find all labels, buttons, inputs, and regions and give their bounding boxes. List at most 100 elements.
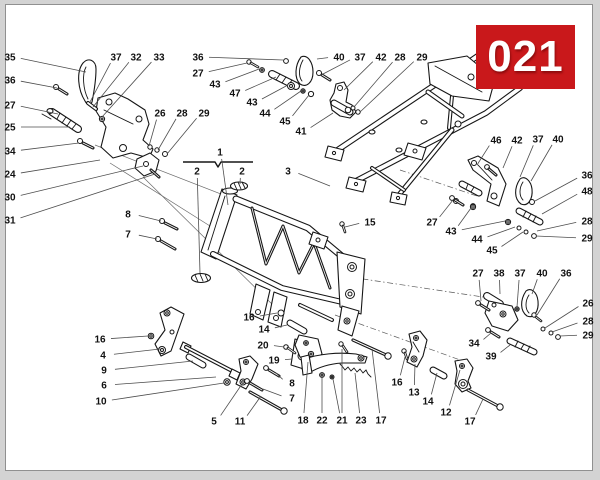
leader-line bbox=[196, 177, 201, 274]
leader-line bbox=[20, 57, 87, 73]
leader-line bbox=[316, 57, 329, 60]
leader-line bbox=[399, 356, 406, 376]
shift-rod bbox=[185, 346, 237, 374]
callout-43: 43 bbox=[246, 98, 258, 109]
leader-line bbox=[559, 334, 578, 337]
callout-23: 23 bbox=[355, 416, 367, 427]
callout-43: 43 bbox=[445, 227, 457, 238]
callout-27: 27 bbox=[4, 101, 16, 112]
leader-line bbox=[332, 378, 341, 414]
leader-line bbox=[544, 306, 579, 329]
leader-line bbox=[354, 372, 361, 414]
callout-19: 19 bbox=[268, 356, 280, 367]
leader-line bbox=[220, 383, 243, 416]
leader-line bbox=[208, 56, 284, 61]
leader-line bbox=[353, 61, 393, 108]
callout-1: 1 bbox=[217, 148, 223, 159]
callout-4: 4 bbox=[100, 351, 106, 362]
callout-20: 20 bbox=[257, 341, 269, 352]
leader-line bbox=[20, 173, 156, 219]
callout-14: 14 bbox=[422, 397, 434, 408]
leader-line bbox=[225, 68, 260, 83]
callout-7: 7 bbox=[125, 230, 131, 241]
callout-31: 31 bbox=[4, 216, 16, 227]
stand-bolt bbox=[352, 339, 387, 356]
callout-25: 25 bbox=[4, 123, 16, 134]
callout-44: 44 bbox=[259, 109, 271, 120]
leader-line bbox=[274, 90, 302, 110]
leader-line bbox=[208, 62, 248, 72]
callout-46: 46 bbox=[490, 136, 502, 147]
axis-line bbox=[349, 276, 484, 298]
leader-line bbox=[114, 376, 217, 385]
leader-line bbox=[502, 146, 513, 169]
leader-line bbox=[535, 235, 577, 239]
leader-line bbox=[534, 177, 578, 202]
pivot-bolt bbox=[249, 391, 283, 411]
leader-line bbox=[284, 358, 293, 361]
callout-36: 36 bbox=[581, 171, 593, 182]
leader-line bbox=[530, 144, 553, 182]
leader-line bbox=[461, 220, 506, 231]
callout-29: 29 bbox=[582, 331, 594, 342]
leader-line bbox=[457, 207, 472, 226]
callout-36: 36 bbox=[4, 76, 16, 87]
leader-line bbox=[541, 193, 578, 215]
callout-34: 34 bbox=[468, 339, 480, 350]
footpeg bbox=[459, 181, 482, 196]
callout-24: 24 bbox=[4, 170, 16, 181]
leader-line bbox=[221, 158, 229, 206]
axis-line bbox=[334, 314, 464, 362]
heel-guard bbox=[295, 55, 314, 86]
leader-line bbox=[110, 335, 149, 339]
swingarm-pivot-plate bbox=[336, 251, 366, 315]
leader-line bbox=[536, 278, 561, 316]
leader-line bbox=[476, 145, 490, 166]
leader-line bbox=[483, 332, 492, 340]
leader-line bbox=[20, 80, 58, 89]
callout-26: 26 bbox=[582, 299, 594, 310]
callout-27: 27 bbox=[192, 69, 204, 80]
item-1-span-bracket bbox=[183, 161, 253, 168]
leader-line bbox=[138, 234, 158, 240]
callout-37: 37 bbox=[514, 269, 526, 280]
callout-2: 2 bbox=[239, 167, 245, 178]
callout-17: 17 bbox=[464, 417, 476, 428]
leader-line bbox=[20, 165, 144, 196]
callout-37: 37 bbox=[110, 53, 122, 64]
leader-line bbox=[449, 369, 461, 406]
leader-line bbox=[245, 76, 277, 91]
callout-29: 29 bbox=[416, 53, 428, 64]
leader-line bbox=[246, 395, 262, 416]
callout-42: 42 bbox=[511, 136, 523, 147]
callout-36: 36 bbox=[560, 269, 572, 280]
callout-41: 41 bbox=[295, 127, 307, 138]
leader-line bbox=[430, 372, 438, 395]
gearshift-linkage-drawing bbox=[147, 218, 288, 415]
leader-line bbox=[148, 119, 157, 147]
callout-48: 48 bbox=[581, 187, 593, 198]
callout-37: 37 bbox=[532, 135, 544, 146]
rear-right-footpeg-parts bbox=[449, 177, 544, 239]
leader-line bbox=[20, 159, 101, 174]
callout-28: 28 bbox=[176, 109, 188, 120]
callout-13: 13 bbox=[408, 388, 420, 399]
callout-45: 45 bbox=[279, 117, 291, 128]
callout-2: 2 bbox=[194, 167, 200, 178]
leader-line bbox=[275, 372, 283, 380]
callout-29: 29 bbox=[198, 109, 210, 120]
leader-line bbox=[359, 61, 415, 113]
brake-lever-brackets-drawing bbox=[401, 330, 504, 411]
callout-28: 28 bbox=[582, 317, 594, 328]
rear-subframe-drawing bbox=[324, 48, 523, 206]
left-front-footrest-assembly bbox=[41, 59, 168, 179]
right-front-footrest-assembly bbox=[246, 55, 361, 119]
callout-8: 8 bbox=[125, 210, 131, 221]
callout-3: 3 bbox=[285, 167, 291, 178]
leader-line bbox=[478, 279, 482, 302]
page-number: 021 bbox=[487, 32, 564, 81]
callout-45: 45 bbox=[486, 246, 498, 257]
